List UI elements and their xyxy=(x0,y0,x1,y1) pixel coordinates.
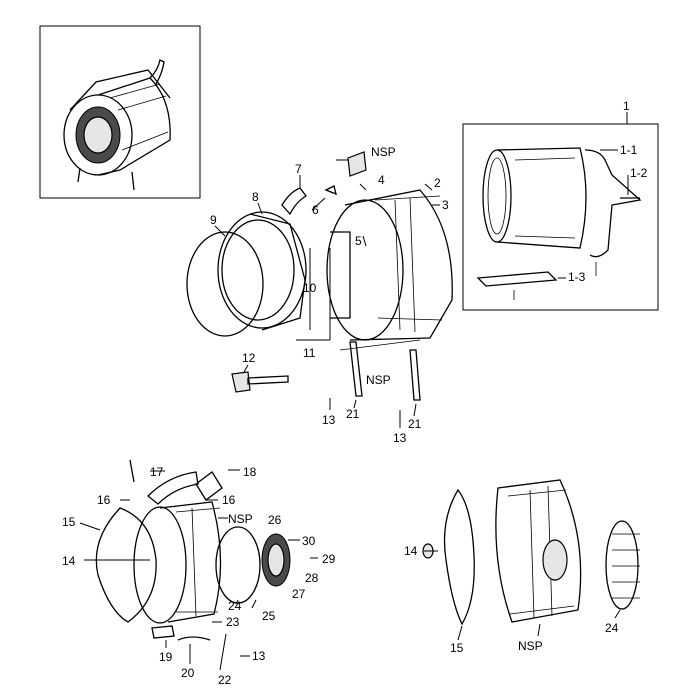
label-8: 8 xyxy=(252,190,259,204)
bracket-nsp-top xyxy=(336,151,367,177)
heater-12 xyxy=(231,371,289,393)
label-1-1: 1-1 xyxy=(620,143,638,157)
label-26: 26 xyxy=(268,513,282,527)
stator-24-right xyxy=(605,520,640,610)
label-22: 22 xyxy=(218,673,232,687)
assembly-inset xyxy=(39,25,201,199)
label-21-a: 21 xyxy=(346,407,360,421)
drum-assembly-box xyxy=(462,112,659,311)
rear-tub-14-right xyxy=(495,479,582,623)
label-24-a: 24 xyxy=(228,599,242,613)
tub-front-ring-8 xyxy=(217,211,307,331)
label-11: 11 xyxy=(303,346,316,360)
label-18: 18 xyxy=(243,465,257,479)
label-19: 19 xyxy=(159,650,173,664)
label-30: 30 xyxy=(302,534,316,548)
label-6: 6 xyxy=(312,203,319,217)
label-7: 7 xyxy=(295,162,302,176)
label-12: 12 xyxy=(242,351,256,365)
label-15-a: 15 xyxy=(62,515,76,529)
label-1-2: 1-2 xyxy=(630,166,648,180)
hose-6-7 xyxy=(281,185,337,216)
rear-gasket-15-left xyxy=(95,507,157,623)
tub-rear-half-2 xyxy=(326,189,453,341)
motor-rotor-26 xyxy=(215,526,291,604)
label-4: 4 xyxy=(378,173,385,187)
label-23: 23 xyxy=(226,615,240,629)
leader-lines xyxy=(79,175,621,664)
bolts-10-11 xyxy=(296,248,331,341)
label-14-b: 14 xyxy=(404,544,418,558)
label-16-b: 16 xyxy=(222,493,236,507)
hose-assembly-17-18 xyxy=(129,459,223,505)
rear-gasket-15-right xyxy=(443,488,475,626)
label-14-a: 14 xyxy=(62,554,76,568)
label-24-b: 24 xyxy=(605,621,619,635)
label-2: 2 xyxy=(434,176,441,190)
rear-tub-14-left xyxy=(133,501,222,624)
label-17: 17 xyxy=(150,465,164,479)
label-9: 9 xyxy=(210,213,217,227)
callout-labels: 1 1-1 1-2 1-3 2 3 4 5 6 7 8 9 10 11 12 1… xyxy=(62,99,648,687)
shock-absorbers-21 xyxy=(339,339,421,401)
assembled-tub-drawing xyxy=(63,59,171,191)
label-nsp-lower-right: NSP xyxy=(518,639,543,653)
label-15-b: 15 xyxy=(450,641,464,655)
drum-drawing xyxy=(476,147,642,300)
label-29: 29 xyxy=(322,552,336,566)
label-20: 20 xyxy=(181,666,195,680)
label-13-c: 13 xyxy=(252,649,266,663)
label-nsp-lower-left: NSP xyxy=(228,512,253,526)
label-13-b: 13 xyxy=(393,431,407,445)
label-28: 28 xyxy=(305,571,319,585)
label-21-b: 21 xyxy=(408,417,422,431)
door-gasket-9 xyxy=(186,231,264,337)
label-10: 10 xyxy=(303,281,317,295)
label-25: 25 xyxy=(262,609,276,623)
label-nsp-middle: NSP xyxy=(366,373,391,387)
label-13-a: 13 xyxy=(322,413,336,427)
label-5: 5 xyxy=(355,234,362,248)
label-3: 3 xyxy=(442,198,449,212)
label-1-3: 1-3 xyxy=(568,270,586,284)
label-16-a: 16 xyxy=(97,493,111,507)
label-1: 1 xyxy=(623,99,630,113)
label-nsp-top: NSP xyxy=(371,145,396,159)
label-27: 27 xyxy=(292,587,306,601)
bottom-parts-19-20-22 xyxy=(151,625,227,671)
